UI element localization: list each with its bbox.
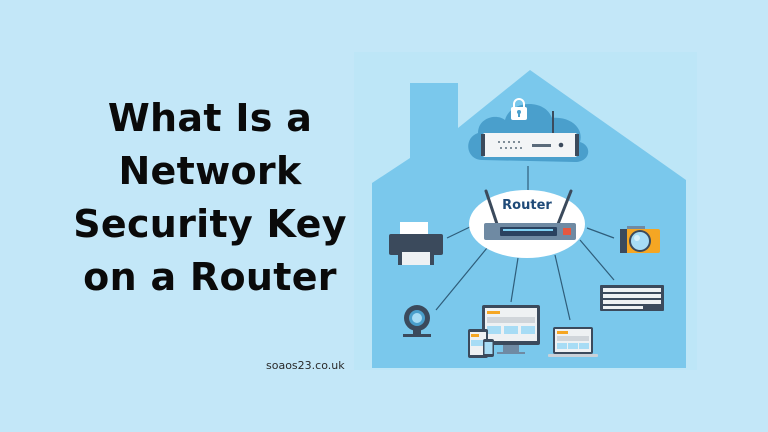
- title-line-2: Network: [118, 149, 302, 193]
- printer-icon: [389, 222, 443, 265]
- lock-icon: [511, 98, 527, 120]
- camera-icon: [620, 226, 660, 253]
- title-line-1: What Is a: [107, 96, 313, 140]
- site-label: soaos23.co.uk: [266, 359, 345, 372]
- modem-icon: [481, 111, 579, 157]
- keyboard-icon: [600, 285, 664, 311]
- router-icon: [469, 189, 585, 258]
- page-title: What Is a Network Security Key on a Rout…: [40, 92, 380, 304]
- laptop-icon: [548, 327, 598, 357]
- router-label: Router: [502, 198, 552, 213]
- webcam-icon: [403, 305, 431, 337]
- title-line-3: Security Key: [73, 202, 347, 246]
- title-line-4: on a Router: [83, 255, 337, 299]
- phone-icon: [483, 339, 494, 357]
- desktop-icon: [482, 305, 540, 354]
- connection-lines: [435, 166, 615, 321]
